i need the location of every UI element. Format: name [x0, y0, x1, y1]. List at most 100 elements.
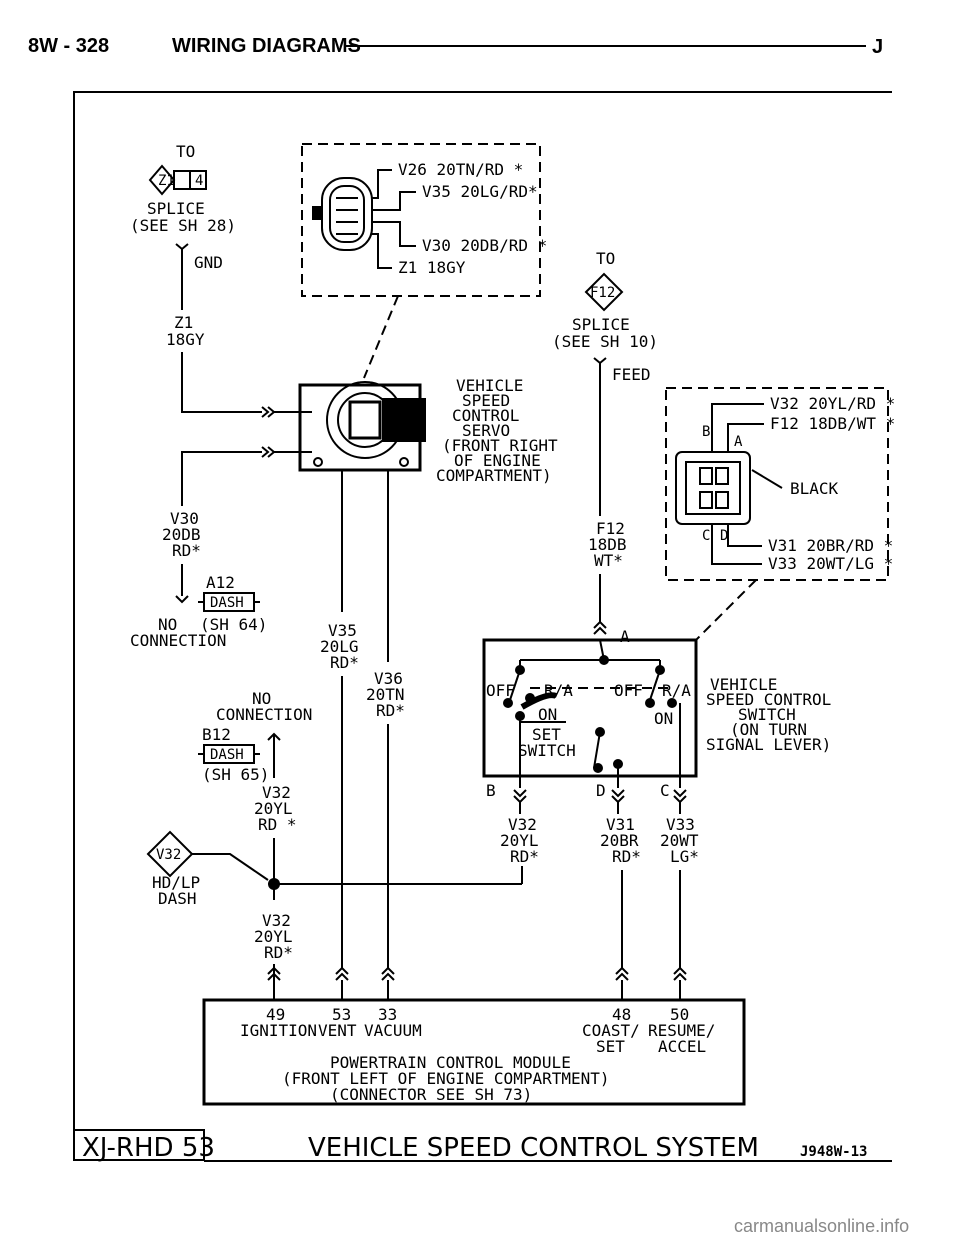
- splice-v32-id: V32: [156, 847, 181, 863]
- v35-spec: 20LG: [320, 637, 359, 656]
- page-title: WIRING DIAGRAMS: [172, 35, 361, 57]
- footer-figure-id: J948W-13: [800, 1144, 867, 1160]
- splice-z1-ref: (SEE SH 28): [130, 216, 236, 235]
- servo-wire-z1: Z1 18GY: [398, 258, 466, 277]
- f12-spec: 18DB: [588, 535, 627, 554]
- switch-wire-v33: V33 20WT/LG *: [768, 554, 893, 573]
- sw-w4-lead: [711, 524, 762, 565]
- v30-spec: 20DB: [162, 525, 201, 544]
- footer-system-title: VEHICLE SPEED CONTROL SYSTEM: [308, 1133, 759, 1163]
- powertrain-control-module: [202, 998, 746, 1106]
- footer-code: XJ-RHD 53: [82, 1133, 215, 1163]
- servo-w2-lead: [372, 191, 416, 211]
- sw-conn-pin-b: B: [702, 424, 710, 440]
- v36-spec: 20TN: [366, 685, 405, 704]
- f12-color: WT*: [594, 551, 623, 570]
- v32-sw-spec: 20YL: [500, 831, 539, 850]
- splice-f12-label: SPLICE: [572, 315, 630, 334]
- f12-feed-label: FEED: [612, 365, 651, 384]
- speed-control-switch: [482, 638, 698, 778]
- servo-label-4: SERVO: [462, 421, 510, 440]
- pcm-accel: ACCEL: [658, 1037, 706, 1056]
- pcm-vent: VENT: [318, 1021, 357, 1040]
- z1-to-label: TO: [176, 142, 195, 161]
- v33-color: LG*: [670, 847, 699, 866]
- pcm-pin-49: 49: [266, 1005, 285, 1024]
- sw-w1-lead: [711, 403, 764, 452]
- switch-off-1: OFF: [486, 681, 515, 700]
- pcm-label-1: POWERTRAIN CONTROL MODULE: [330, 1053, 571, 1072]
- pcm-vacuum: VACUUM: [364, 1021, 422, 1040]
- switch-label-4: (ON TURN: [730, 720, 807, 739]
- switch-on-1: ON: [538, 705, 557, 724]
- v32-code-2: V32: [262, 911, 291, 930]
- z1-wire-lower: [181, 352, 262, 413]
- switch-label-1: VEHICLE: [710, 675, 777, 694]
- model-code: J: [872, 36, 883, 58]
- v32-sw-color: RD*: [510, 847, 539, 866]
- servo-wire-v35: V35 20LG/RD*: [422, 182, 538, 201]
- servo-connector-icon: [312, 177, 373, 251]
- v30-color: RD*: [172, 541, 201, 560]
- a12-sheet: (SH 64): [200, 615, 267, 634]
- f12-pin-a-connector: [593, 620, 607, 635]
- switch-wire-v31: V31 20BR/RD *: [768, 536, 893, 555]
- f12-arrow: [593, 357, 607, 365]
- switch-pin-a-label: A: [620, 627, 630, 646]
- z1-wire-code: Z1: [174, 313, 193, 332]
- servo-w4-lead: [372, 233, 392, 269]
- switch-c-connector: [673, 789, 687, 804]
- pcm-coast: COAST/: [582, 1021, 640, 1040]
- servo-label-7: COMPARTMENT): [436, 466, 552, 485]
- switch-ra-2: R/A: [662, 681, 691, 700]
- splice-v32-hdlp: HD/LP: [152, 873, 200, 892]
- b12-sheet: (SH 65): [202, 765, 269, 784]
- splice-f12-id: F12: [590, 285, 615, 301]
- switch-arm: [520, 692, 558, 710]
- servo-label-2: SPEED: [462, 391, 510, 410]
- switch-label-3: SWITCH: [738, 705, 796, 724]
- switch-b-connector: [513, 789, 527, 804]
- sw-w2-lead: [727, 423, 764, 452]
- servo-label-3: CONTROL: [452, 406, 519, 425]
- sw-w3-lead: [727, 524, 762, 547]
- splice-v32-lead: [192, 853, 269, 881]
- switch-pin-c: C: [660, 781, 670, 800]
- pcm-input-connectors: [267, 966, 687, 1000]
- b12-dash: DASH: [210, 747, 244, 763]
- pcm-pin-53: 53: [332, 1005, 351, 1024]
- v31-color: RD*: [612, 847, 641, 866]
- switch-ra-1: R/A: [544, 681, 573, 700]
- z1-inline-connector: [261, 406, 276, 418]
- b12-connection: CONNECTION: [216, 705, 312, 724]
- a12-no: NO: [158, 615, 177, 634]
- v35-color: RD*: [330, 653, 359, 672]
- v36-code: V36: [374, 669, 403, 688]
- pcm-set: SET: [596, 1037, 625, 1056]
- f12-to-label: TO: [596, 249, 615, 268]
- splice-z1-id: Z1: [158, 173, 175, 189]
- v30-arrow: [175, 595, 189, 604]
- switch-wire-v32: V32 20YL/RD *: [770, 394, 895, 413]
- splice-f12-symbol: [584, 272, 624, 312]
- v32-color: RD *: [258, 815, 297, 834]
- splice-z1-symbol: [148, 164, 207, 196]
- a12-id: A12: [206, 573, 235, 592]
- pcm-label-3: (CONNECTOR SEE SH 73): [330, 1085, 532, 1104]
- switch-callout-line: [695, 579, 757, 641]
- splice-v32-dash: DASH: [158, 889, 197, 908]
- v30-wire-upper: [181, 451, 262, 506]
- switch-label-5: SIGNAL LEVER): [706, 735, 831, 754]
- watermark: carmanualsonline.info: [734, 1216, 909, 1236]
- switch-set: SET: [532, 725, 561, 744]
- v32-sw-code: V32: [508, 815, 537, 834]
- servo-w3-lead: [372, 221, 416, 247]
- splice-z1-num: 4: [195, 173, 203, 189]
- b12-id: B12: [202, 725, 231, 744]
- diagram-frame: [73, 91, 892, 1130]
- switch-housing-color: BLACK: [790, 479, 839, 498]
- v33-spec: 20WT: [660, 831, 699, 850]
- switch-pin-d: D: [596, 781, 606, 800]
